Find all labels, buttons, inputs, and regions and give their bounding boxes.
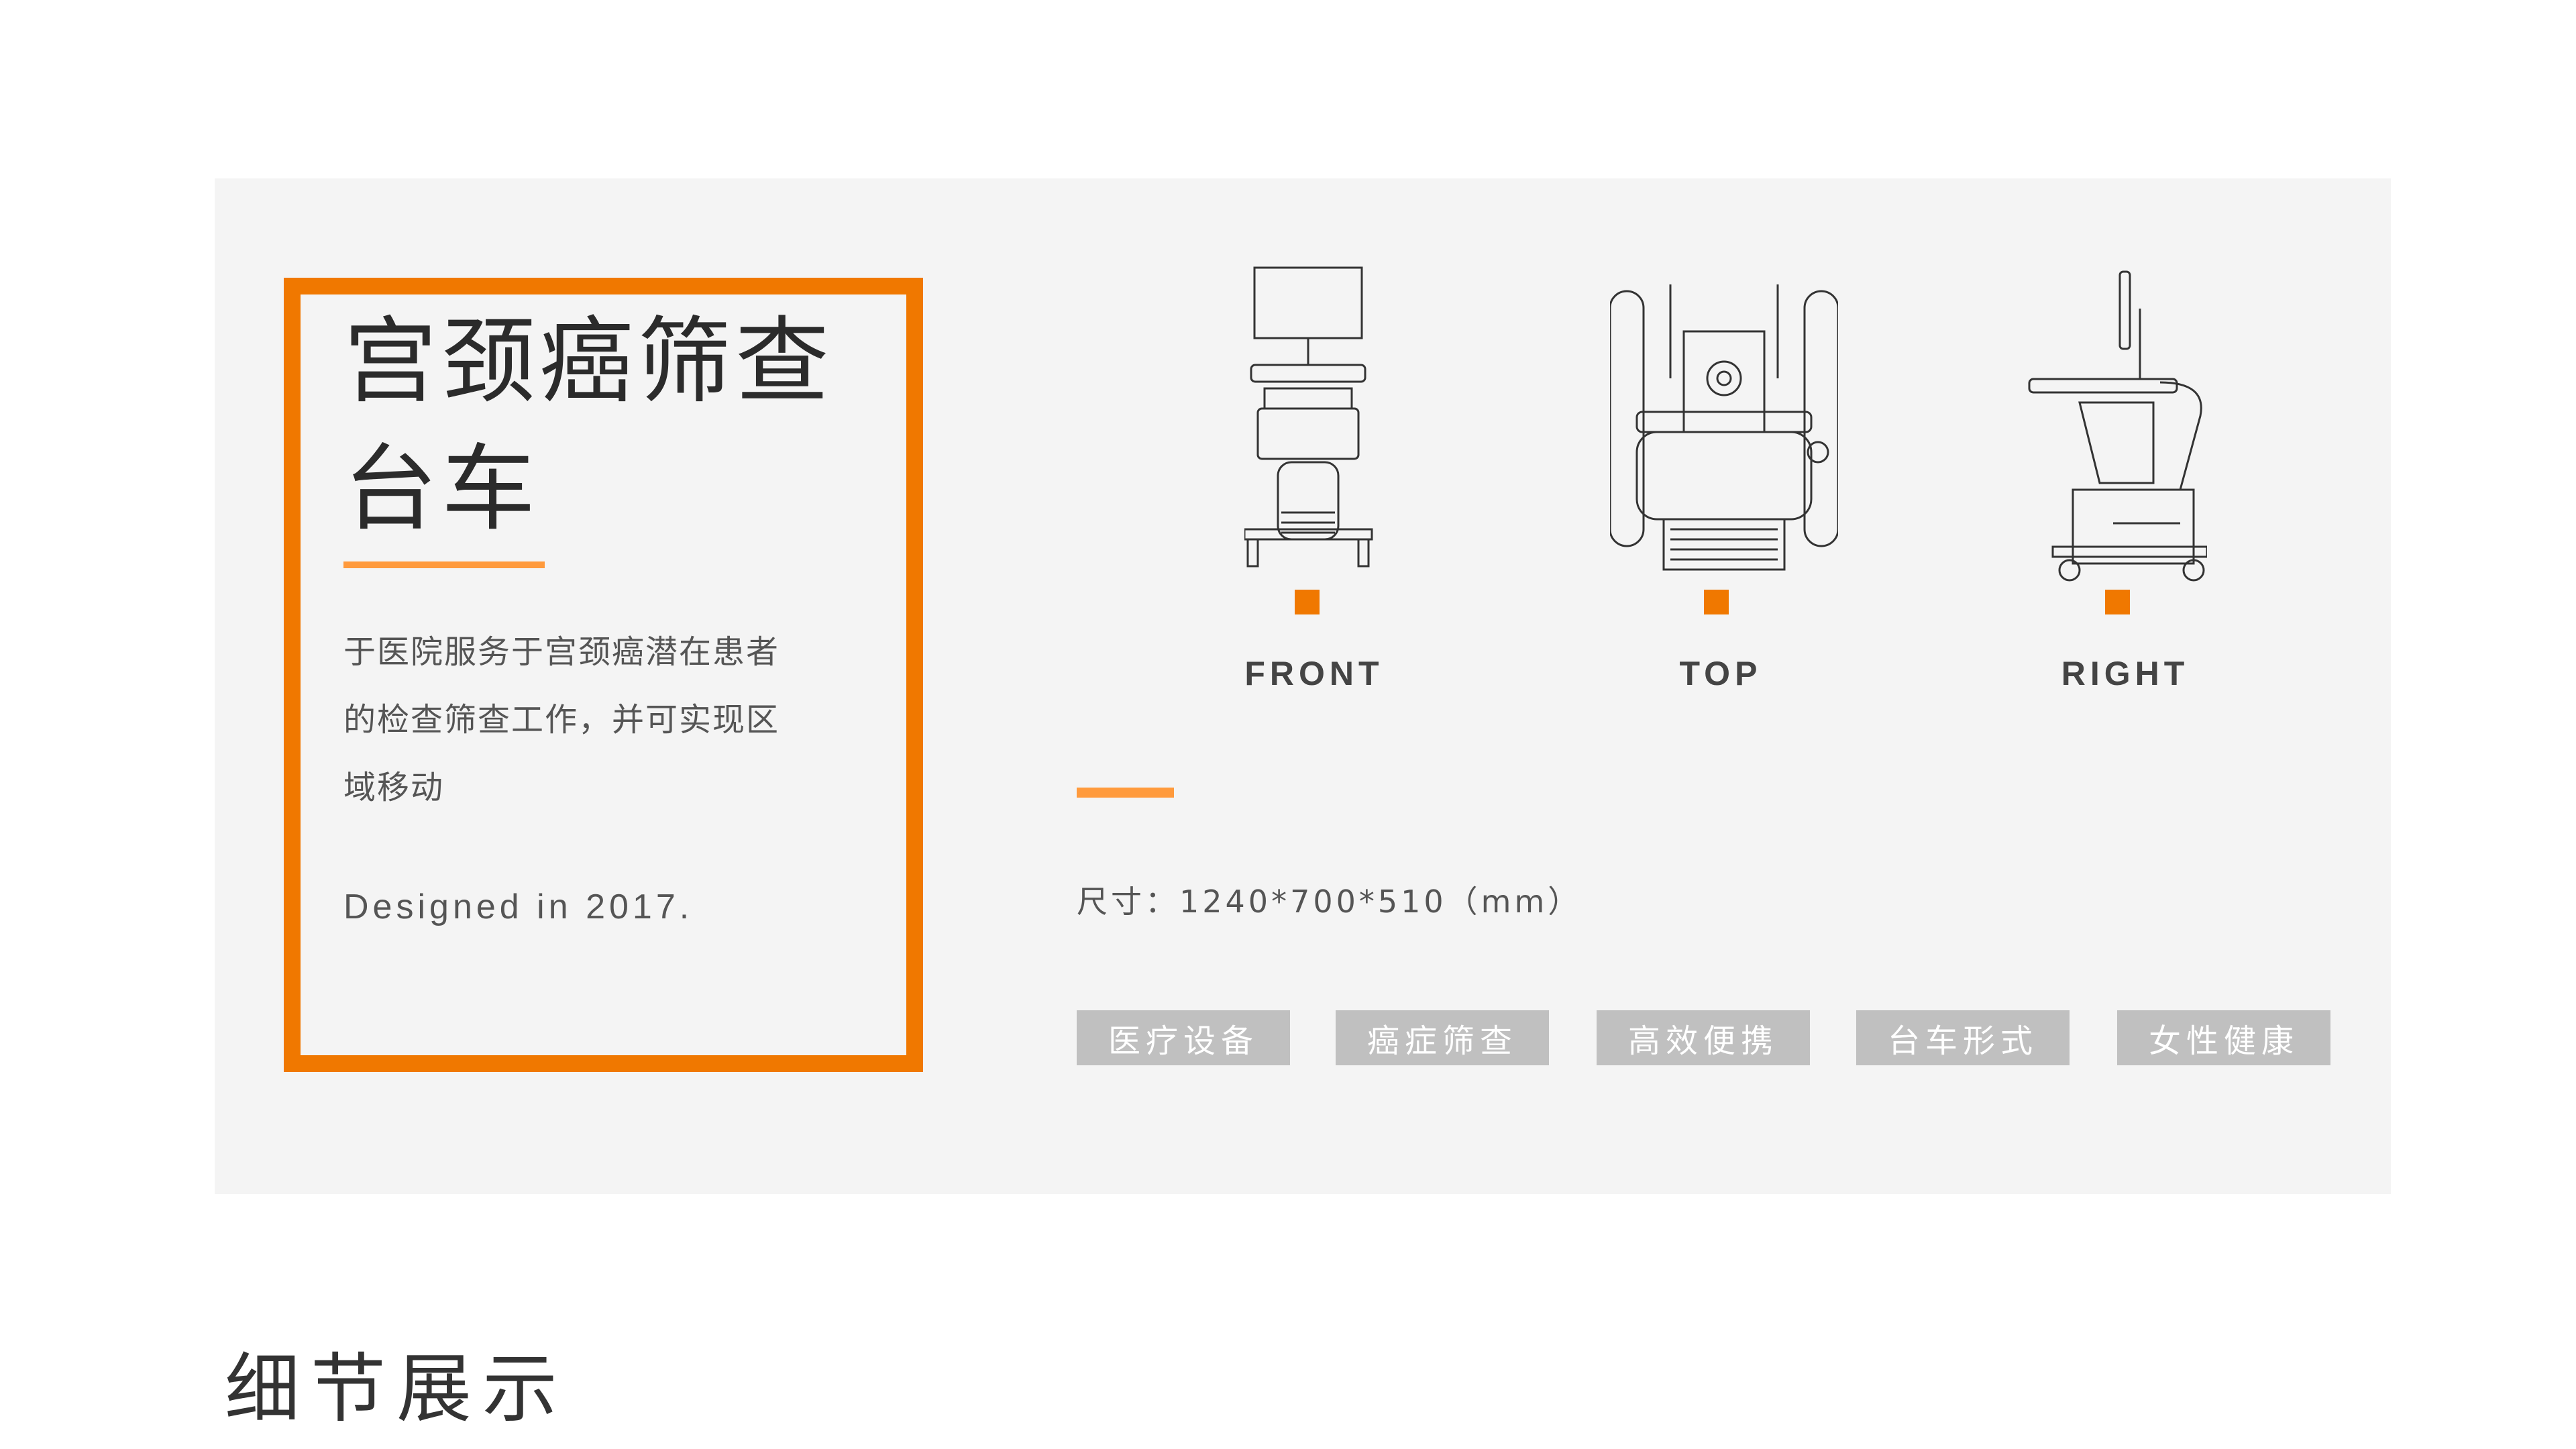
view-label-right: RIGHT xyxy=(2061,655,2190,692)
product-title-line2: 台车 xyxy=(343,435,540,544)
tag-cancer-screening: 癌症筛查 xyxy=(1336,1010,1549,1065)
front-marker xyxy=(1295,590,1320,614)
title-card-frame xyxy=(284,278,923,1072)
right-marker xyxy=(2105,590,2130,614)
accent-dash xyxy=(1077,788,1174,798)
tag-cart-form: 台车形式 xyxy=(1856,1010,2070,1065)
designed-year: Designed in 2017. xyxy=(343,888,694,926)
description-line: 域移动 xyxy=(343,769,445,806)
cart-front-drawing-icon xyxy=(1244,266,1373,568)
view-label-front: FRONT xyxy=(1244,655,1384,692)
top-marker xyxy=(1704,590,1729,614)
section-title: 细节展示 xyxy=(225,1346,568,1433)
product-title-line1: 宫颈癌筛查 xyxy=(343,307,834,417)
description-line: 于医院服务于宫颈癌潜在患者 xyxy=(343,633,780,671)
cart-right-drawing-icon xyxy=(2028,270,2207,582)
title-underline xyxy=(343,561,545,568)
view-label-top: TOP xyxy=(1679,655,1762,692)
tag-medical-device: 医疗设备 xyxy=(1077,1010,1290,1065)
tag-portable: 高效便携 xyxy=(1597,1010,1810,1065)
tag-women-health: 女性健康 xyxy=(2117,1010,2330,1065)
size-spec: 尺寸：1240*700*510（mm） xyxy=(1077,883,1582,920)
description-line: 的检查筛查工作，并可实现区 xyxy=(343,701,780,739)
cart-top-drawing-icon xyxy=(1610,284,1838,571)
